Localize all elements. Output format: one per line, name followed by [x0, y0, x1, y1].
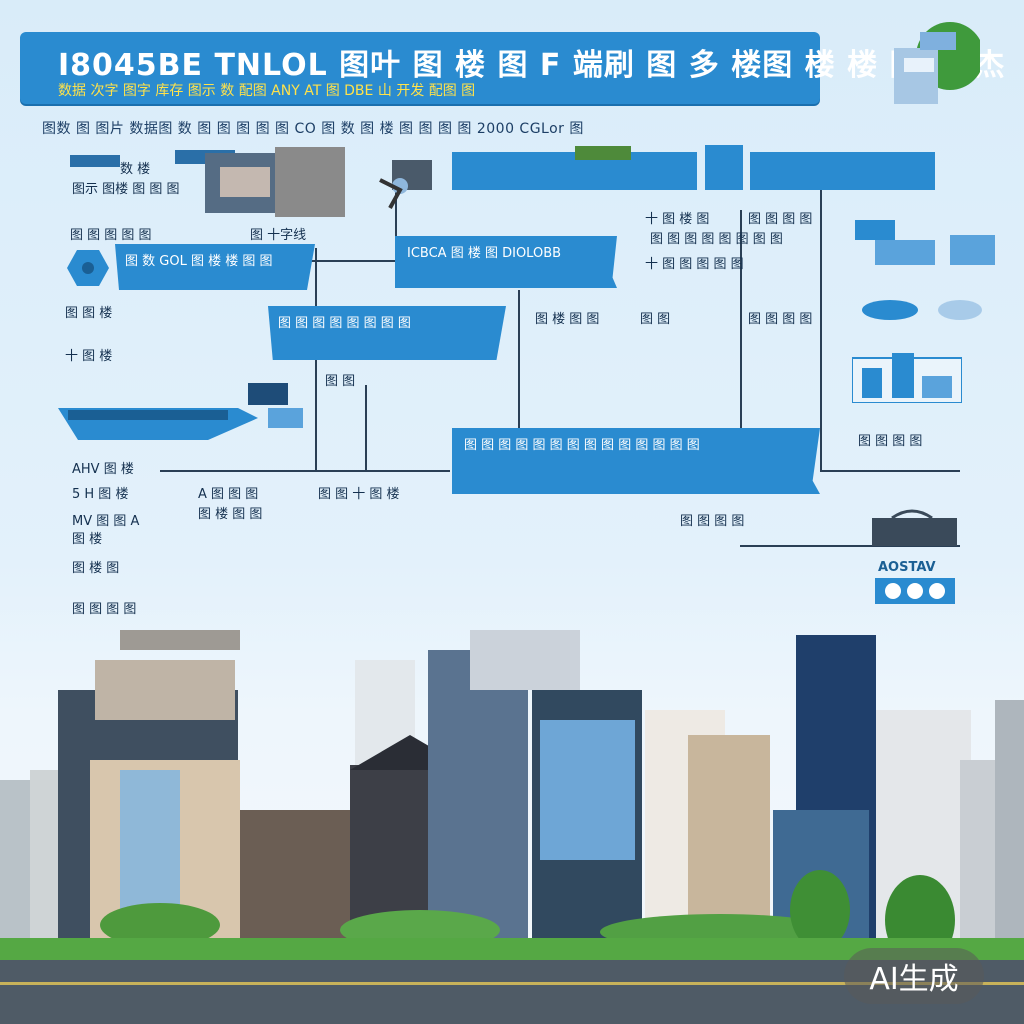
label: 图 楼	[72, 532, 103, 547]
connector	[740, 545, 960, 547]
connector	[365, 385, 367, 472]
label: 图 楼 图 图	[198, 507, 263, 522]
label: AHV 图 楼	[72, 462, 134, 477]
connector	[160, 470, 450, 472]
top-bar	[452, 152, 697, 190]
label: 图 图 图 图 图 图 图 图	[650, 232, 783, 247]
label: 图 图 图 图	[680, 514, 745, 529]
label: 图 图 图 图	[858, 434, 923, 449]
equipment-icon	[855, 220, 995, 265]
ship-illustration	[58, 383, 303, 440]
info-box: 图 图 图 图 图 图 图 图	[268, 306, 506, 360]
label: 图 图	[325, 374, 356, 389]
chart-icon	[852, 353, 962, 403]
label: 十 图 楼 图	[645, 212, 710, 227]
label: 5 H 图 楼	[72, 487, 129, 502]
label: 图 图 楼	[65, 306, 113, 321]
label: 图 楼 图 图	[535, 312, 600, 327]
label: 十 图 楼	[65, 349, 113, 364]
connector	[395, 180, 397, 260]
connector	[518, 290, 520, 430]
label: 图 图 图 图	[748, 212, 813, 227]
top-bar	[750, 152, 935, 190]
label: 图 楼 图	[72, 561, 120, 576]
gauge-icon	[875, 578, 955, 604]
connector	[230, 260, 400, 262]
label: MV 图 图 A	[72, 514, 140, 529]
hexagon-icon	[67, 250, 109, 286]
info-box: 图 图 图 图 图 图 图 图 图 图 图 图 图 图	[452, 428, 820, 494]
subtitle-line: 图数 图 图片 数据图 数 图 图 图 图 图 CO 图 数 图 楼 图 图 图…	[42, 121, 584, 137]
connector	[740, 210, 742, 455]
label: 图 十字线	[250, 228, 307, 243]
ai-generated-badge: AI生成	[844, 948, 984, 1004]
city-skyline	[0, 630, 1024, 1024]
label: A 图 图 图	[198, 487, 259, 502]
label: 图 图	[640, 312, 671, 327]
robot-arm-icon	[379, 160, 432, 209]
terminal-icon	[872, 509, 957, 546]
label: 数 楼	[120, 162, 151, 177]
connector	[820, 470, 960, 472]
plant-icon	[575, 146, 631, 160]
label: AOSTAV	[878, 560, 936, 575]
info-box: 图 数 GOL 图 楼 楼 图 图	[115, 244, 315, 290]
label: 图 图 图 图	[748, 312, 813, 327]
sensor-icon	[862, 300, 982, 320]
title-banner: I8045BE TNLOL 图叶 图 楼 图 F 端刷 图 多 楼图 楼 楼 图…	[20, 32, 1004, 104]
label: 图示 图楼 图 图 图	[72, 182, 180, 197]
label: 图 图 十 图 楼	[318, 487, 400, 502]
label: 图 图 图 图	[72, 602, 137, 617]
subtitle-text: 数据 次字 图字 库存 图示 数 配图 ANY AT 图 DBE 山 开发 配图…	[58, 83, 476, 99]
factory-illustration	[70, 147, 345, 217]
title-text: I8045BE TNLOL 图叶 图 楼 图 F 端刷 图 多 楼图 楼 楼 图…	[58, 48, 1006, 83]
label: 十 图 图 图 图 图	[645, 257, 744, 272]
top-bar	[705, 145, 743, 190]
label: 图 图 图 图 图	[70, 228, 152, 243]
header-building-icon	[894, 22, 980, 104]
info-box: ICBCA 图 楼 图 DIOLOBB	[395, 236, 617, 288]
connector	[820, 190, 822, 470]
